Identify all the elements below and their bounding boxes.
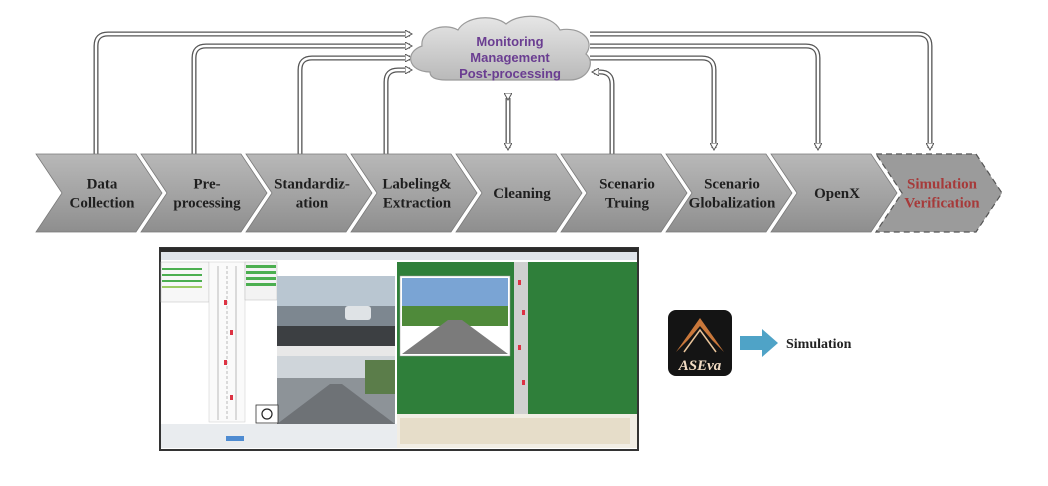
logo-text: ASEva [678, 358, 722, 374]
connector-right-2 [590, 44, 818, 148]
cloud-line-3: Post-processing [459, 66, 561, 81]
chevron-step-6-label: Scenario [599, 177, 655, 193]
connector-right-3 [590, 56, 714, 148]
connector-left-3 [298, 58, 410, 154]
chevron-step-3: Standardiz-ation [245, 153, 373, 233]
chevron-step-5: Cleaning [455, 153, 583, 233]
connector-left-4 [384, 70, 410, 154]
chevron-step-2-label: Pre- [193, 177, 220, 193]
cloud-line-1: Monitoring [476, 34, 543, 49]
connector-truing [594, 72, 614, 154]
chevron-step-2-label: processing [173, 196, 241, 212]
chevron-step-6-label: Truing [605, 196, 649, 212]
chevron-step-4: Labeling&Extraction [350, 153, 478, 233]
chevron-step-7-label: Scenario [704, 177, 760, 193]
aseva-logo: ASEva [668, 310, 732, 376]
chevron-step-7-label: Globalization [689, 196, 776, 212]
connector-left-1-outline [93, 31, 410, 154]
chevron-step-3-label: Standardiz- [274, 177, 350, 193]
chevron-step-8: OpenX [770, 153, 898, 233]
chevron-step-4-label: Extraction [383, 196, 452, 212]
chevron-step-1-label: Data [87, 177, 118, 193]
process-chevrons: DataCollectionPre-processingStandardiz-a… [35, 153, 1003, 233]
cloud-line-2: Management [470, 50, 550, 65]
chevron-step-3-label: ation [296, 196, 329, 212]
monitoring-cloud: Monitoring Management Post-processing [410, 15, 591, 81]
connector-left-2 [192, 46, 410, 154]
connector-right-2-outline [590, 43, 821, 148]
connector-arrows [93, 31, 933, 154]
software-screenshot [159, 247, 639, 451]
chevron-step-5-label: Cleaning [493, 186, 551, 202]
chevron-step-1-label: Collection [70, 196, 136, 212]
simulation-label: Simulation [786, 337, 852, 352]
chevron-step-8-label: OpenX [814, 186, 860, 202]
connector-right-1-outline [590, 31, 933, 148]
connector-left-4-outline [383, 67, 410, 154]
connector-right-1 [590, 32, 930, 148]
chevron-step-2: Pre-processing [140, 153, 268, 233]
simulation-arrow-icon [740, 329, 778, 357]
chevron-step-9-label: Simulation [907, 177, 978, 193]
chevron-step-9-label: Verification [904, 196, 980, 212]
chevron-step-4-label: Labeling& [382, 177, 451, 193]
connector-truing-outline [594, 69, 615, 154]
connector-left-1 [94, 34, 410, 154]
